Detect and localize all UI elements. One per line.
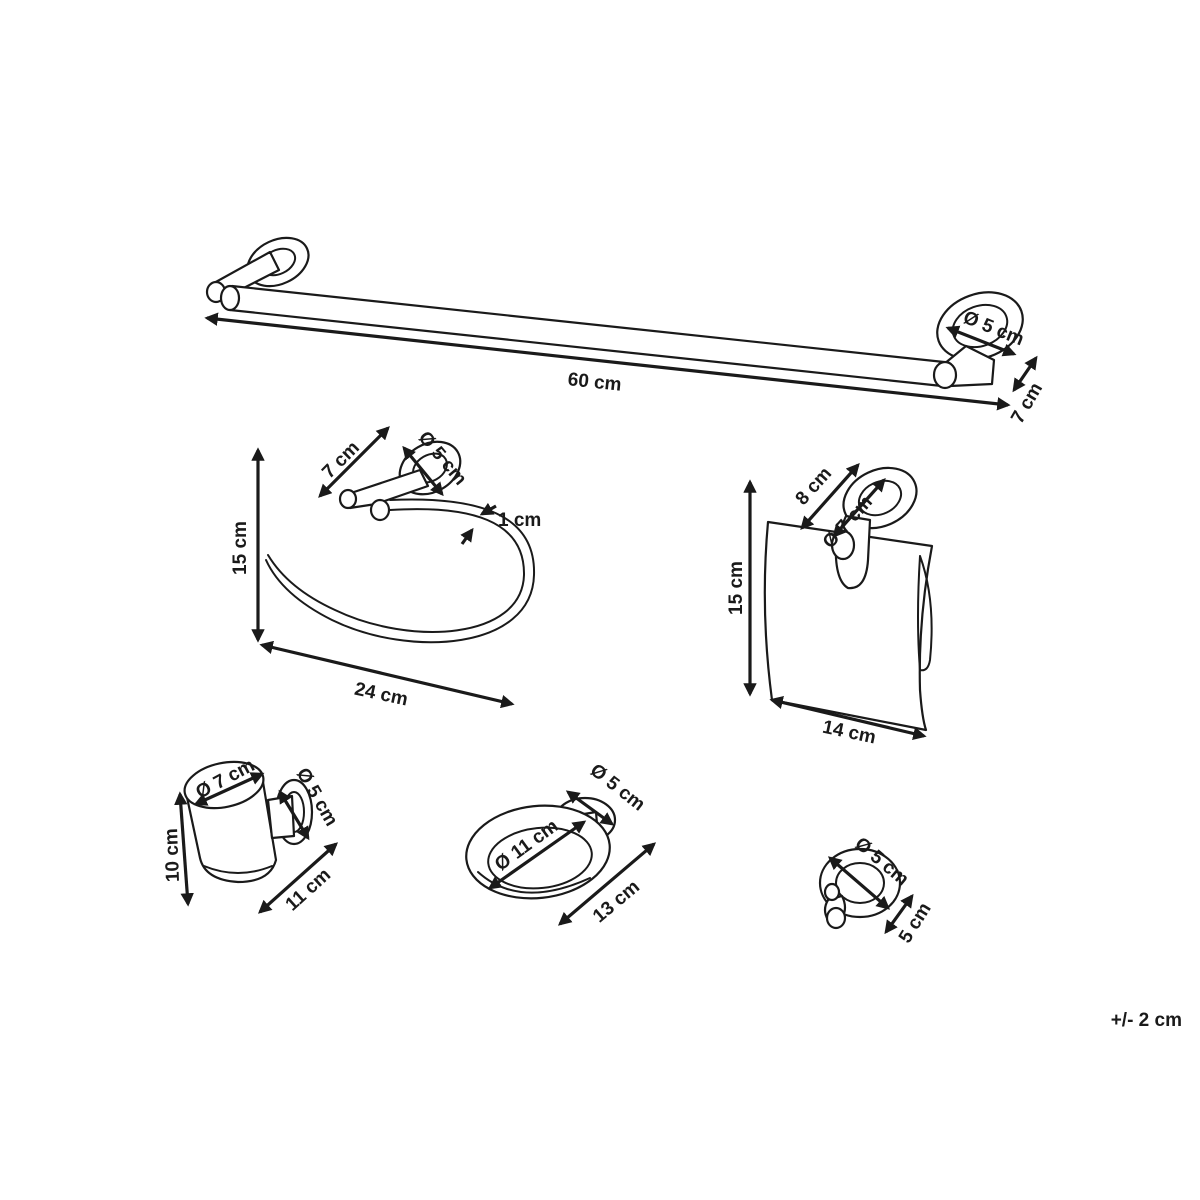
paper-holder-depth-line xyxy=(800,462,860,531)
towel-ring-loop xyxy=(267,508,526,633)
robe-hook-depth-label: 5 cm xyxy=(895,899,936,947)
tumbler-rosette-line xyxy=(278,789,310,841)
soap-dish-depth-line xyxy=(557,842,657,926)
towel-ring-thickness-line-bottom xyxy=(460,527,474,545)
paper-holder-depth-label: 8 cm xyxy=(792,463,837,509)
towel-bar-rosette-line xyxy=(945,325,1017,357)
paper-holder-width-line xyxy=(769,695,927,741)
towel-ring-height-label: 15 cm xyxy=(230,521,251,575)
towel-ring-width-line xyxy=(259,640,515,709)
towel-ring-width-label: 24 cm xyxy=(353,679,410,711)
tumbler-height-line xyxy=(174,791,194,907)
dimension-lines xyxy=(174,312,1038,935)
towel-ring-thickness-label: 1 cm xyxy=(498,510,541,531)
soap-dish-depth-label: 13 cm xyxy=(589,876,644,927)
tumbler-cup-line xyxy=(193,772,265,806)
towel-ring-thickness-line-top xyxy=(479,502,497,516)
dimension-labels: 60 cm Ø 5 cm 7 cm 15 cm 24 cm 7 cm Ø 5 c… xyxy=(161,307,1182,1031)
tolerance-note: +/- 2 cm xyxy=(1111,1010,1182,1031)
paper-holder-height-label: 15 cm xyxy=(726,561,747,615)
paper-holder-rosette-line xyxy=(832,477,886,539)
towel-ring-arm xyxy=(345,468,430,510)
towel-bar-depth-line xyxy=(1012,355,1038,393)
towel-bar-depth-label: 7 cm xyxy=(1007,379,1047,427)
towel-bar-length-label: 60 cm xyxy=(567,369,623,396)
towel-ring-rosette-line xyxy=(402,445,444,497)
paper-holder-spindle xyxy=(917,555,933,672)
towel-bar-length-line xyxy=(204,312,1011,411)
tumbler-depth-line xyxy=(257,842,339,914)
towel-ring-depth-line xyxy=(318,426,390,498)
soap-dish-diameter-line xyxy=(487,820,587,890)
soap-dish xyxy=(465,796,617,900)
robe-hook-depth-line xyxy=(884,893,914,935)
soap-dish-rosette-line xyxy=(565,790,615,826)
robe-hook-rosette-line xyxy=(827,856,891,910)
tumbler-height-label: 10 cm xyxy=(161,828,184,883)
paper-holder xyxy=(763,466,934,732)
tumbler-depth-label: 11 cm xyxy=(282,864,335,915)
towel-ring xyxy=(265,440,536,644)
